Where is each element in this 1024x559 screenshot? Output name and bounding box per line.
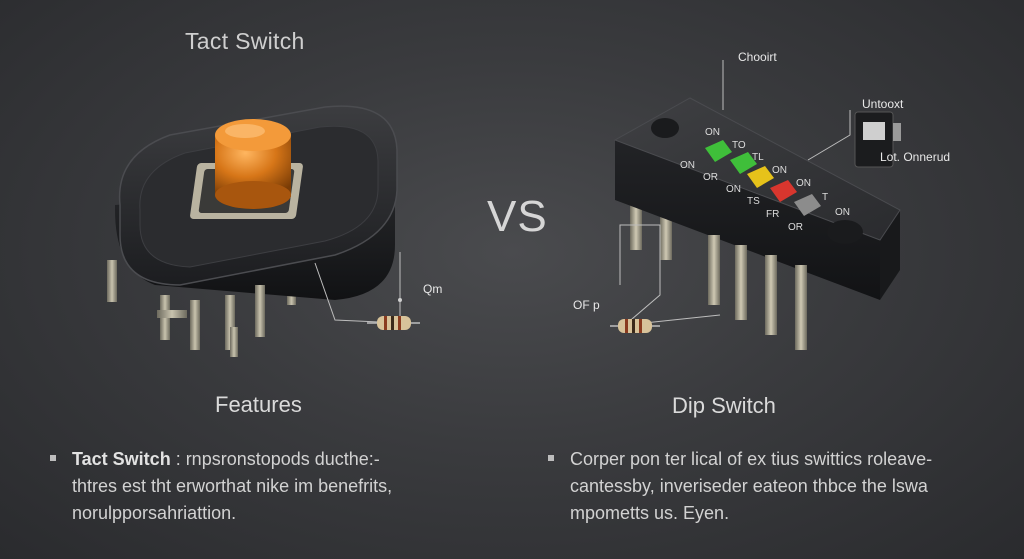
tact-bullet-line3: norulpporsahriattion. [72, 503, 237, 523]
bullet-icon [50, 455, 56, 461]
tact-pins-front [107, 260, 265, 357]
dip-bullet-line2: cantessby, inveriseder eateon thbce the … [570, 476, 928, 496]
vs-label: VS [487, 192, 548, 241]
svg-text:OR: OR [788, 222, 803, 233]
dip-leader-mid [807, 110, 851, 161]
svg-text:TS: TS [747, 196, 760, 207]
dip-bullet-line1: Corper pon ter lical of ex tius swittics… [570, 449, 933, 469]
tact-callout-label: Qm [423, 282, 443, 296]
tact-leader-line [314, 252, 401, 324]
svg-text:ON: ON [726, 184, 741, 195]
tact-feature-bullet: Tact Switch : rnpsronstopods ducthe:- th… [50, 446, 490, 527]
tact-bullet-line2: thtres est tht erworthat nike im benefri… [72, 476, 393, 496]
tact-bullet-line1: : rnpsronstopods ducthe:- [170, 449, 380, 469]
dip-switch-heading: Dip Switch [672, 393, 776, 418]
dip-switch-row [705, 140, 821, 216]
svg-text:ON: ON [796, 178, 811, 189]
dip-body-front [615, 140, 880, 300]
tact-bullet-lead: Tact Switch [72, 449, 171, 469]
dip-callout-left: OF p [573, 298, 600, 312]
dip-switch-illustration: ON TO TL ON ON T ON ON OR ON TS FR OR [610, 60, 901, 350]
bullet-icon [548, 455, 554, 461]
dip-callout-mid: Untooxt [862, 97, 904, 111]
svg-text:ON: ON [705, 127, 720, 138]
svg-text:T: T [822, 192, 828, 203]
svg-text:ON: ON [772, 165, 787, 176]
svg-text:TO: TO [732, 140, 746, 151]
svg-text:ON: ON [680, 160, 695, 171]
dip-callout-top: Chooirt [738, 50, 777, 64]
dip-body-top [613, 97, 901, 241]
svg-text:OR: OR [703, 172, 718, 183]
dip-mount-hole [827, 220, 863, 244]
tact-switch-illustration [107, 105, 420, 357]
tact-switch-title: Tact Switch [185, 28, 305, 54]
dip-callout-side: Lot. Onnerud [880, 150, 951, 164]
dip-leader-left [619, 224, 661, 326]
dip-bullet-line3: mpometts us. Eyen. [570, 503, 730, 523]
dip-feature-bullet: Corper pon ter lical of ex tius swittics… [548, 446, 988, 527]
features-heading: Features [215, 392, 302, 417]
svg-text:FR: FR [766, 209, 779, 220]
svg-text:ON: ON [835, 207, 850, 218]
svg-text:TL: TL [752, 152, 764, 163]
dip-chip-labels: ON TO TL ON ON T ON ON OR ON TS FR OR [680, 127, 850, 233]
dip-pins-front [708, 235, 807, 350]
